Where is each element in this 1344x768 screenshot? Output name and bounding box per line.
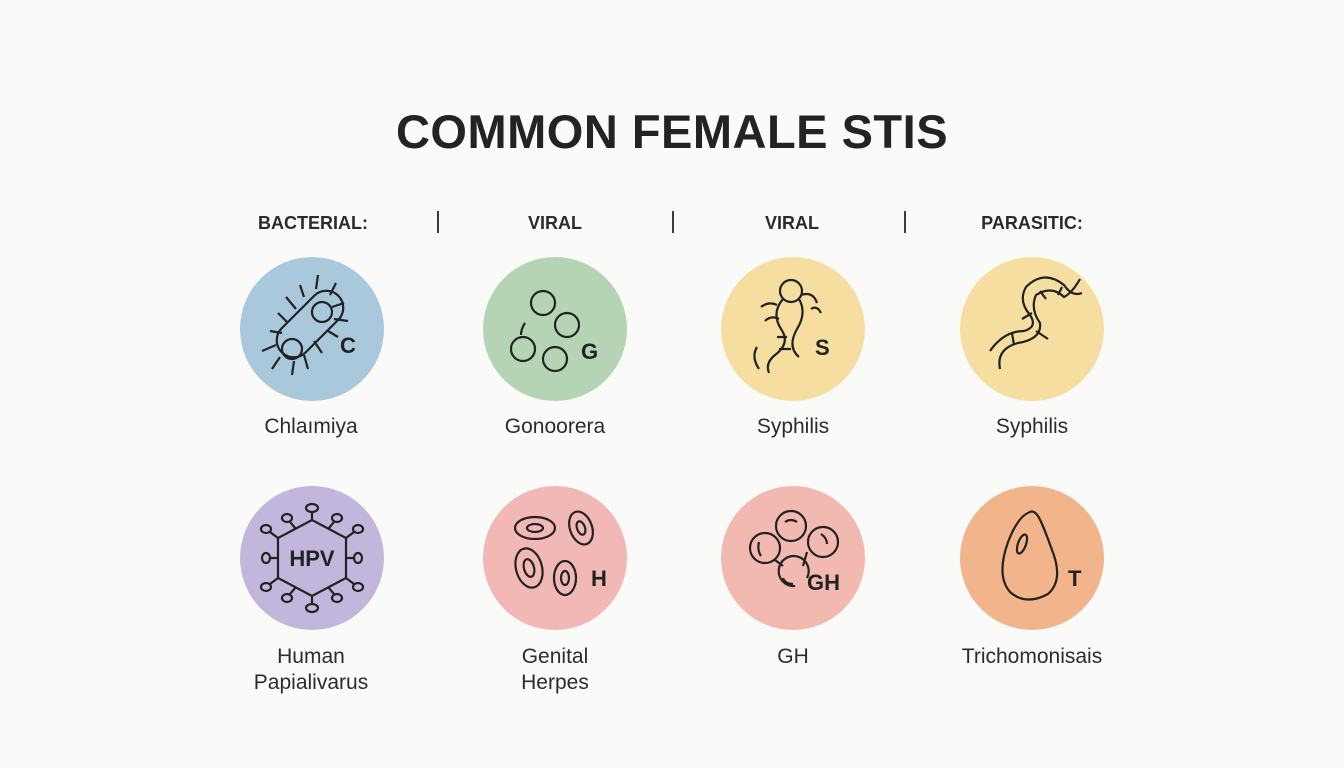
herpes-card: H: [483, 486, 627, 630]
syphilis-card: S: [721, 257, 865, 401]
category-bacterial: BACTERIAL:: [258, 213, 368, 233]
protozoan-icon: T: [1001, 510, 1082, 601]
gonorrhea-card: G: [483, 257, 627, 401]
cell-cluster-icon: GH: [748, 509, 840, 595]
virus-icon: HPV: [259, 502, 365, 614]
category-viral-2: VIRAL: [765, 213, 819, 233]
divider: [672, 211, 674, 233]
hpv-card: HPV: [240, 486, 384, 630]
hpv-label-line2: Papialivarus: [253, 671, 369, 694]
syphilis-label-2: Syphilis: [995, 415, 1069, 438]
svg-text:H: H: [591, 566, 607, 591]
svg-text:C: C: [340, 333, 356, 358]
worm-icon: [989, 276, 1083, 370]
trichomoniasis-card: T: [960, 486, 1104, 630]
cocci-icon: G: [509, 289, 598, 373]
hpv-label: Human Papialivarus: [201, 644, 421, 696]
divider: [904, 211, 906, 233]
chlamydia-label: Chlaımiya: [264, 415, 358, 438]
gonorrhea-label: Gonoorera: [504, 415, 606, 438]
bacterium-icon: C: [261, 274, 356, 376]
divider: [437, 211, 439, 233]
svg-text:HPV: HPV: [289, 546, 335, 571]
hpv-label-line1: Human: [277, 645, 345, 668]
svg-text:S: S: [815, 335, 830, 360]
spirochete-icon: S: [753, 278, 830, 374]
category-parasitic: PARASITIC:: [981, 213, 1083, 233]
cells-icon: H: [513, 510, 607, 597]
herpes-label: Genital Herpes: [445, 644, 665, 696]
svg-text:G: G: [581, 339, 598, 364]
category-viral: VIRAL: [528, 213, 582, 233]
syphilis-label: Syphilis: [756, 415, 830, 438]
herpes-label-line2: Herpes: [521, 671, 589, 694]
gh-card: GH: [721, 486, 865, 630]
syphilis-card-2: [960, 257, 1104, 401]
svg-text:GH: GH: [807, 570, 840, 595]
gh-label: GH: [777, 645, 809, 668]
chlamydia-card: C: [240, 257, 384, 401]
page-title: COMMON FEMALE STIS: [395, 105, 949, 158]
svg-text:T: T: [1068, 566, 1082, 591]
herpes-label-line1: Genital: [521, 645, 589, 668]
trichomoniasis-label: Trichomonisais: [961, 645, 1103, 668]
